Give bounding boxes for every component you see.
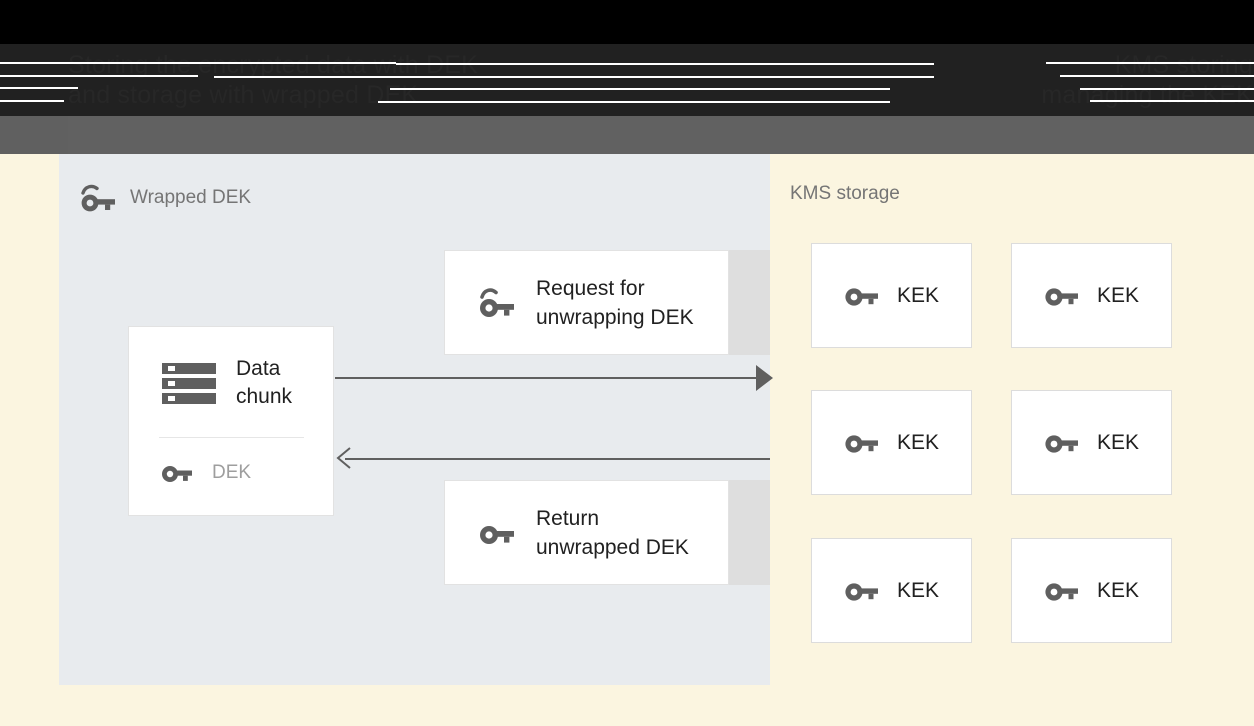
toolbar-notch xyxy=(0,116,68,154)
message-card-request-text: Request for unwrapping DEK xyxy=(536,274,694,332)
header-title-line1: Storing the encrypted data with DEK xyxy=(68,51,479,79)
header-scanline xyxy=(1080,88,1254,90)
window-top-bar xyxy=(0,0,1254,52)
kek-card-label: KEK xyxy=(896,283,940,307)
key-icon xyxy=(160,459,194,487)
kek-card-label: KEK xyxy=(1096,578,1140,602)
kek-card-label: KEK xyxy=(896,430,940,454)
kek-card[interactable]: KEK xyxy=(1011,243,1172,348)
kek-card-label: KEK xyxy=(1096,283,1140,307)
data-chunk-key-row: DEK xyxy=(160,459,251,487)
data-chunk-key-label: DEK xyxy=(212,462,252,483)
key-icon xyxy=(1044,576,1080,606)
kms-panel-title: KMS storage xyxy=(790,183,900,204)
data-chunk-header: Data chunk xyxy=(129,327,333,411)
key-icon xyxy=(844,281,880,311)
data-chunk-card[interactable]: Data chunk DEK xyxy=(128,326,334,516)
client-panel-title: Wrapped DEK xyxy=(130,187,252,208)
message-request-line1: Request for xyxy=(536,276,645,300)
header-scanline xyxy=(1046,62,1254,64)
message-return-line1: Return xyxy=(536,506,600,530)
header-scanline xyxy=(0,62,396,64)
toolbar-strip xyxy=(0,116,1254,154)
wrapped-key-icon xyxy=(79,183,117,213)
kek-card[interactable]: KEK xyxy=(1011,538,1172,643)
key-icon xyxy=(478,516,516,550)
key-icon xyxy=(844,428,880,458)
arrow-request-line xyxy=(335,377,770,379)
header-scanline xyxy=(0,87,78,89)
kek-card[interactable]: KEK xyxy=(1011,390,1172,495)
message-request-line2: unwrapping DEK xyxy=(536,305,694,329)
arrow-return-head xyxy=(336,447,352,469)
header-scanline xyxy=(396,63,934,65)
kek-card-label: KEK xyxy=(896,578,940,602)
header-title-line2: and storage with wrapped DEK xyxy=(68,81,419,109)
header-scanline xyxy=(1060,75,1254,77)
client-panel-header: Wrapped DEK xyxy=(79,183,251,213)
message-band-top xyxy=(729,250,770,355)
message-card-return-text: Return unwrapped DEK xyxy=(536,504,689,562)
header-band xyxy=(0,44,1254,116)
header-right-block: KMS storing managing the KEK xyxy=(933,50,1253,110)
server-stack-icon xyxy=(160,358,218,408)
header-title-block: Storing the encrypted data with DEK and … xyxy=(68,50,1253,112)
header-right-line2: managing the KEK xyxy=(1041,81,1253,109)
arrow-request-head xyxy=(756,365,773,391)
kek-card[interactable]: KEK xyxy=(811,538,972,643)
kek-card[interactable]: KEK xyxy=(811,243,972,348)
key-icon xyxy=(1044,281,1080,311)
kek-card-label: KEK xyxy=(1096,430,1140,454)
header-scanline xyxy=(214,76,934,78)
header-scanline xyxy=(1090,100,1254,102)
message-band-bottom xyxy=(729,480,770,585)
message-return-line2: unwrapped DEK xyxy=(536,535,689,559)
data-chunk-title-line2: chunk xyxy=(236,385,293,408)
key-icon xyxy=(1044,428,1080,458)
message-card-return[interactable]: Return unwrapped DEK xyxy=(444,480,729,585)
wrapped-key-icon xyxy=(478,286,516,320)
header-scanline xyxy=(0,75,198,77)
header-right-line1: KMS storing xyxy=(1114,51,1253,79)
data-chunk-title: Data chunk xyxy=(236,355,292,411)
kms-panel-header: KMS storage xyxy=(790,183,900,205)
data-chunk-divider xyxy=(159,437,304,438)
data-chunk-title-line1: Data xyxy=(236,357,281,380)
kek-card[interactable]: KEK xyxy=(811,390,972,495)
header-scanline xyxy=(390,88,890,90)
arrow-return-line xyxy=(345,458,770,460)
key-icon xyxy=(844,576,880,606)
message-card-request[interactable]: Request for unwrapping DEK xyxy=(444,250,729,355)
header-scanline xyxy=(0,100,64,102)
header-scanline xyxy=(378,101,890,103)
